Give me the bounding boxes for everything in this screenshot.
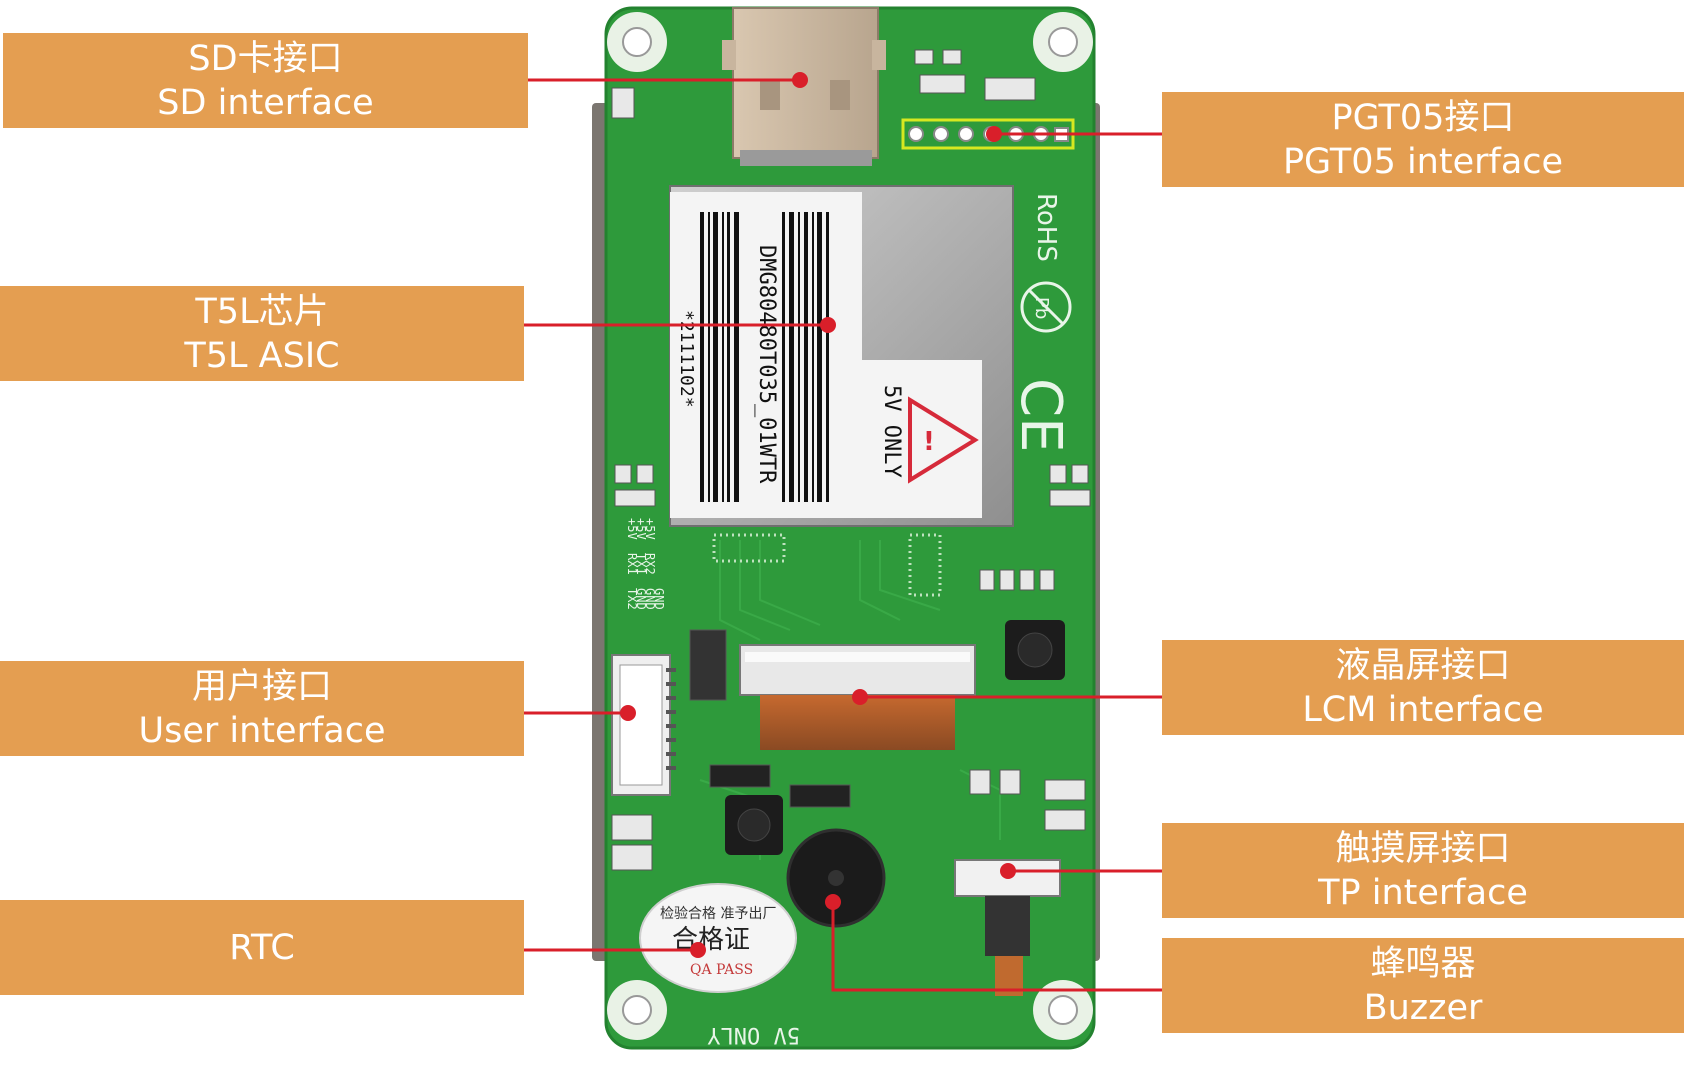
model-number-text: DMG80480T035_01WTR xyxy=(754,245,779,484)
label-sd-cn: SD卡接口 xyxy=(188,38,343,79)
pin-label: GND xyxy=(643,588,657,610)
pin-labels: +5V +5V +5V RX1 TX1 RX2 TX2 GND GND GND xyxy=(625,518,666,610)
pb-free-icon: Pb xyxy=(1020,281,1072,333)
warning-text: 5V ONLY xyxy=(879,385,904,478)
user-interface-connector xyxy=(611,654,676,796)
pin-label: GND xyxy=(634,588,648,610)
qa-sticker-bottom: QA PASS xyxy=(690,962,753,978)
qa-sticker-top: 检验合格 准予出厂 xyxy=(660,906,776,922)
pin-label: +5V xyxy=(643,518,657,540)
label-lcm: 液晶屏接口 LCM interface xyxy=(1162,640,1684,735)
leader-dots xyxy=(620,72,1016,958)
label-asic: T5L芯片 T5L ASIC xyxy=(0,286,524,381)
pin-label: RX1 xyxy=(625,553,639,575)
label-lcm-en: LCM interface xyxy=(1302,689,1544,730)
tp-connector xyxy=(954,859,1061,996)
lcm-connector xyxy=(739,644,976,750)
ce-mark: CE xyxy=(1008,378,1073,452)
pin-label: TX1 xyxy=(634,553,648,575)
label-rtc-en: RTC xyxy=(229,927,295,968)
pb-mark: Pb xyxy=(1031,297,1052,319)
model-number: DMG80480T035_01WTR xyxy=(754,245,779,484)
sd-card-slot xyxy=(722,7,886,166)
regulator xyxy=(1005,620,1065,680)
pin-label: TX2 xyxy=(625,588,639,610)
label-asic-cn: T5L芯片 xyxy=(195,291,329,332)
pin-label: +5V xyxy=(634,518,648,540)
smd-components xyxy=(611,49,1091,871)
warning-triangle-icon: ! xyxy=(908,396,979,484)
label-tp: 触摸屏接口 TP interface xyxy=(1162,823,1684,918)
label-user: 用户接口 User interface xyxy=(0,661,524,756)
label-buzzer: 蜂鸣器 Buzzer xyxy=(1162,938,1684,1033)
label-sd: SD卡接口 SD interface xyxy=(3,33,528,128)
label-pgt05-en: PGT05 interface xyxy=(1282,141,1564,182)
barcode-left xyxy=(700,212,739,502)
via-grid xyxy=(712,533,942,597)
label-asic-en: T5L ASIC xyxy=(184,335,340,376)
leader-lines xyxy=(524,78,1162,992)
serial-number: *2111102* xyxy=(676,310,697,408)
mounting-hole-icon xyxy=(1033,980,1093,1040)
barcode-right xyxy=(782,212,829,502)
label-pgt05: PGT05接口 PGT05 interface xyxy=(1162,92,1684,187)
svg-text:!: ! xyxy=(923,427,935,457)
buzzer-component xyxy=(786,828,886,928)
bottom-silkscreen: 5V ONLY xyxy=(707,1022,800,1047)
label-lcm-cn: 液晶屏接口 xyxy=(1335,645,1511,686)
label-tp-cn: 触摸屏接口 xyxy=(1335,828,1511,869)
label-pgt05-cn: PGT05接口 xyxy=(1331,97,1515,138)
label-buzzer-cn: 蜂鸣器 xyxy=(1370,943,1476,984)
label-buzzer-en: Buzzer xyxy=(1363,987,1483,1028)
inductor xyxy=(725,795,783,855)
pin-label: GND xyxy=(652,588,666,610)
t5l-shield xyxy=(669,185,1014,527)
label-rtc: RTC xyxy=(0,900,524,995)
leader-line-buzzer xyxy=(831,902,1162,992)
rtc-battery: 检验合格 准予出厂 合格证 QA PASS xyxy=(639,883,797,993)
label-user-cn: 用户接口 xyxy=(191,666,332,707)
mounting-hole-icon xyxy=(1033,12,1093,72)
rohs-mark: RoHS xyxy=(1031,193,1061,262)
pin-label: RX2 xyxy=(643,553,657,575)
label-tp-en: TP interface xyxy=(1318,872,1528,913)
pin-label: +5V xyxy=(625,518,639,540)
label-user-en: User interface xyxy=(138,710,386,751)
mounting-hole-icon xyxy=(607,12,667,72)
label-sd-en: SD interface xyxy=(157,82,374,123)
mounting-hole-icon xyxy=(607,980,667,1040)
